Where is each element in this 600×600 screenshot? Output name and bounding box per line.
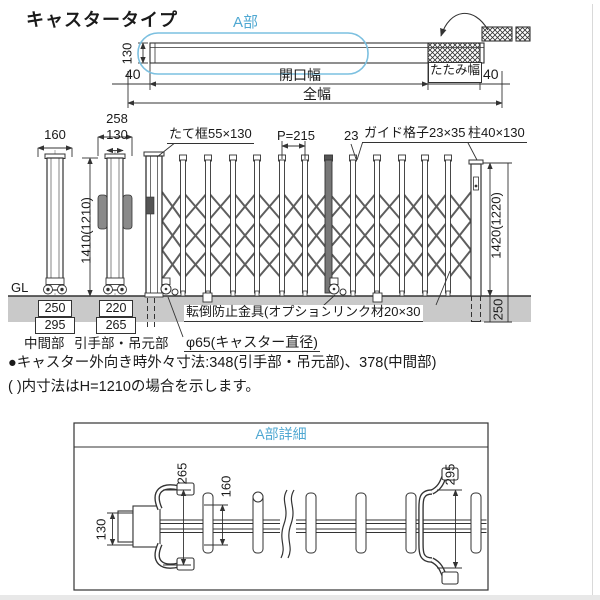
elevation-drawing xyxy=(143,140,512,338)
a-section-callout xyxy=(137,32,369,75)
detail-dim-width: 130 xyxy=(93,518,109,541)
a-section-label: A部 xyxy=(233,14,259,31)
elev-label-bracket: 転倒防止金具(オプション) xyxy=(184,304,340,322)
gate-post xyxy=(468,159,484,322)
side-dim-middle-width: 160 xyxy=(44,127,66,142)
elev-dim-post-height: 1420(1220) xyxy=(488,192,504,259)
topview-dim-fold: たたみ幅 xyxy=(428,62,482,83)
gate-stile xyxy=(143,151,165,327)
side-middle-dim-inner: 250 xyxy=(38,300,72,317)
leader-lines xyxy=(156,140,478,338)
side-middle-dim-outer: 295 xyxy=(35,317,75,334)
side-dim-height: 1410(1210) xyxy=(78,197,94,264)
folded-gate-illustration xyxy=(440,12,531,42)
elev-label-link: リンク材20×30 xyxy=(330,304,423,322)
side-middle-label: 中間部 xyxy=(24,336,65,351)
detail-dim-hinge: 265 xyxy=(174,462,190,485)
elev-label-stile: たて框55×130 xyxy=(167,126,254,144)
detail-box-title: A部詳細 xyxy=(255,426,307,442)
elev-label-guide: ガイド格子23×35 xyxy=(362,125,468,143)
note-line2: ( )内寸法はH=1210の場合を示します。 xyxy=(8,379,260,395)
side-dim-handle-width: 130 xyxy=(106,127,128,142)
side-view-dimension-lines xyxy=(37,134,133,297)
side-view-handle xyxy=(97,150,133,295)
side-handle-label: 引手部・吊元部 xyxy=(74,336,169,351)
elev-label-post: 柱40×130 xyxy=(466,125,527,143)
elev-label-caster: φ65(キャスター直径) xyxy=(184,334,320,353)
topview-dim-total: 全幅 xyxy=(303,86,331,102)
top-view-dimension-lines xyxy=(112,42,510,108)
note-line1: ●キャスター外向き時外々寸法:348(引手部・吊元部)、378(中間部) xyxy=(8,355,437,371)
elev-dim-post-embed: 250 xyxy=(490,298,506,321)
detail-dimension-lines xyxy=(107,489,462,569)
topview-dim-left-offset: 40 xyxy=(125,66,141,82)
page-edges xyxy=(0,4,600,600)
lattice xyxy=(161,191,472,280)
elev-label-pitch: P=215 xyxy=(277,128,315,143)
side-view-drawings xyxy=(37,134,133,297)
casters xyxy=(160,277,347,296)
detail-handle-assembly xyxy=(418,467,459,585)
detail-slats xyxy=(202,491,482,554)
anti-tip-tabs xyxy=(202,292,383,303)
detail-break-symbol xyxy=(280,488,296,559)
elev-label-slat-width: 23 xyxy=(344,128,359,143)
topview-dim-opening: 開口幅 xyxy=(279,67,321,83)
slats xyxy=(179,154,452,297)
detail-box-drawing xyxy=(73,422,489,591)
gl-label: GL xyxy=(11,280,29,295)
side-view-middle xyxy=(43,150,67,295)
elevation-dimension-lines xyxy=(281,141,512,323)
side-dim-handle-outer: 258 xyxy=(106,111,128,126)
topview-dim-right-offset: 40 xyxy=(483,66,499,82)
top-view-drawing xyxy=(112,12,531,108)
detail-dim-slat: 160 xyxy=(218,475,234,498)
side-handle-dim-inner: 220 xyxy=(99,300,133,317)
side-handle-dim-outer: 265 xyxy=(96,317,136,334)
page-title: キャスタータイプ xyxy=(26,10,178,30)
detail-dim-handle: 295 xyxy=(442,463,458,486)
